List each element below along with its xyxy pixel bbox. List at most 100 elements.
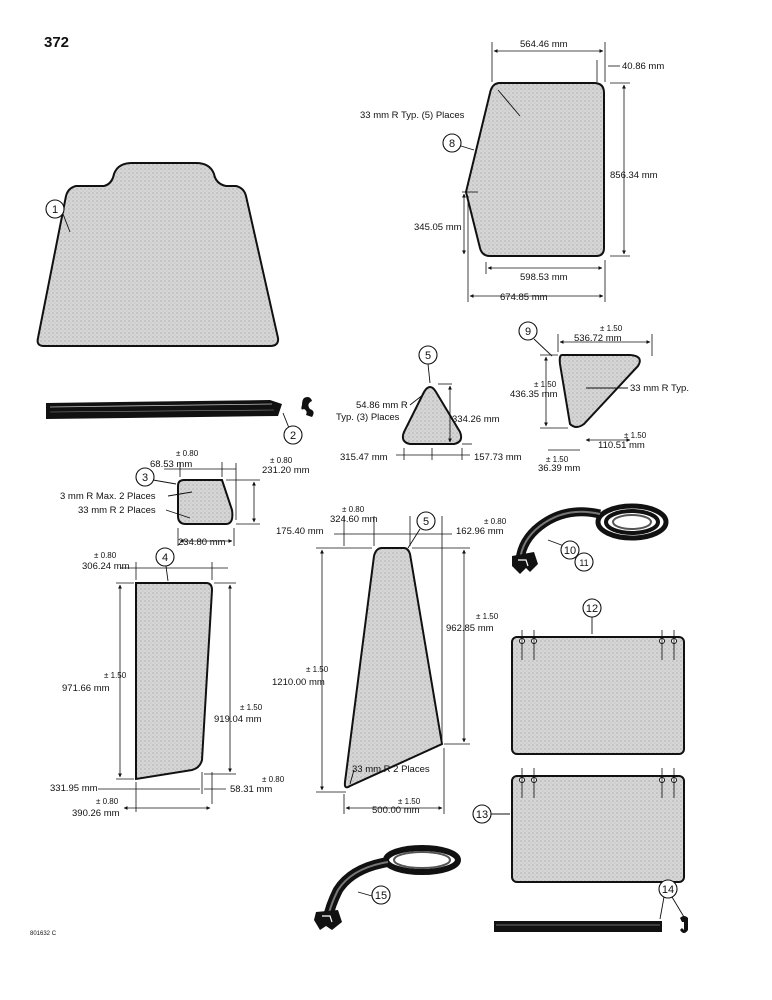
svg-text:33 mm R Typ. (5) Places: 33 mm R Typ. (5) Places [360,110,465,121]
svg-text:14: 14 [662,884,674,896]
part-15-coiled-seal [314,845,461,930]
svg-text:536.72 mm: 536.72 mm [574,333,622,344]
svg-text:971.66 mm: 971.66 mm [62,683,110,694]
svg-text:33 mm R 2 Places: 33 mm R 2 Places [78,505,156,516]
svg-text:962.85 mm: 962.85 mm [446,623,494,634]
callout-1: 1 [45,199,71,233]
panel-5-rear-quarter-glass [343,547,444,789]
svg-text:± 0.80: ± 0.80 [262,775,285,784]
svg-text:436.35 mm: 436.35 mm [510,389,558,400]
panel-3-dimensions: ± 0.80 68.53 mm ± 0.80 231.20 mm 3 mm R … [60,449,310,548]
callout-14: 14 [658,879,678,899]
part-2-seal-strip [46,397,314,429]
svg-text:1210.00 mm: 1210.00 mm [272,677,325,688]
part-11-coiled-seal [512,503,669,574]
svg-text:± 1.50: ± 1.50 [476,612,499,621]
svg-text:500.00 mm: 500.00 mm [372,805,420,816]
figure-code: 801632 C [30,931,57,937]
svg-text:± 0.80: ± 0.80 [94,551,117,560]
callout-9: 9 [518,321,553,357]
svg-text:± 0.80: ± 0.80 [342,505,365,514]
svg-text:± 1.50: ± 1.50 [240,703,263,712]
panel-8-dimensions: 564.46 mm 40.86 mm 33 mm R Typ. (5) Plac… [360,39,664,303]
svg-text:5: 5 [423,516,429,528]
panel-4-side-glass [135,582,214,781]
callout-10: 5 [418,345,438,384]
callout-15: 15 [371,885,391,905]
svg-text:9: 9 [525,326,531,338]
svg-text:234.80 mm: 234.80 mm [178,537,226,548]
panel-13-hardware [491,768,677,815]
svg-text:Typ. (3) Places: Typ. (3) Places [336,412,400,423]
panel-9-triangle-glass [558,354,641,428]
callout-2: 2 [283,425,303,445]
svg-text:564.46 mm: 564.46 mm [520,39,568,50]
panel-4-dimensions: ± 0.80 306.24 mm ± 1.50 971.66 mm ± 1.50… [50,551,285,819]
svg-text:5: 5 [425,350,431,362]
svg-text:8: 8 [449,138,455,150]
callout-13: 13 [472,804,492,824]
svg-text:40.86 mm: 40.86 mm [622,61,664,72]
svg-text:10: 10 [564,545,576,557]
svg-text:315.47 mm: 315.47 mm [340,452,388,463]
svg-text:± 1.50: ± 1.50 [546,455,569,464]
svg-text:± 1.50: ± 1.50 [534,380,557,389]
svg-text:68.53 mm: 68.53 mm [150,459,192,470]
callout-9a: 11 [574,552,594,572]
svg-text:2: 2 [290,430,296,442]
callout-4: 4 [155,547,175,582]
svg-text:3: 3 [142,472,148,484]
svg-text:11: 11 [579,558,588,568]
svg-text:± 0.80: ± 0.80 [270,456,293,465]
svg-text:4: 4 [162,552,168,564]
panel-9-dimensions: ± 1.50 536.72 mm ± 1.50 436.35 mm 33 mm … [510,324,689,474]
svg-text:674.85 mm: 674.85 mm [500,292,548,303]
svg-text:306.24 mm: 306.24 mm [82,561,130,572]
svg-text:157.73 mm: 157.73 mm [474,452,522,463]
panel-8-door-glass [464,82,605,257]
svg-text:33 mm R 2 Places: 33 mm R 2 Places [352,764,430,775]
svg-text:13: 13 [476,809,488,821]
svg-text:324.60 mm: 324.60 mm [330,514,378,525]
panel-1-windshield [36,162,280,347]
panel-13-rear-glass [511,775,685,883]
panel-10-small-triangle [401,386,463,445]
svg-text:345.05 mm: 345.05 mm [414,222,462,233]
svg-text:598.53 mm: 598.53 mm [520,272,568,283]
svg-text:175.40 mm: 175.40 mm [276,526,324,537]
callout-12: 12 [582,598,602,618]
svg-text:± 1.50: ± 1.50 [306,665,329,674]
svg-text:54.86 mm R: 54.86 mm R [356,400,408,411]
panel-12-hardware [519,616,677,660]
svg-text:± 1.50: ± 1.50 [398,797,421,806]
svg-text:33 mm R Typ.: 33 mm R Typ. [630,383,689,394]
callout-5: 5 5 [407,511,436,549]
callout-8: 8 [442,133,475,153]
svg-text:231.20 mm: 231.20 mm [262,465,310,476]
svg-text:331.95 mm: 331.95 mm [50,783,98,794]
callout-11: 10 [560,540,580,560]
svg-text:± 1.50: ± 1.50 [600,324,623,333]
panel-12-rear-glass [511,636,685,755]
svg-text:15: 15 [375,890,387,902]
svg-text:12: 12 [586,603,598,615]
svg-text:± 0.80: ± 0.80 [484,517,507,526]
svg-text:± 0.80: ± 0.80 [176,449,199,458]
svg-text:919.04 mm: 919.04 mm [214,714,262,725]
svg-text:58.31 mm: 58.31 mm [230,784,272,795]
page-number: 372 [44,34,70,51]
svg-text:334.26 mm: 334.26 mm [452,414,500,425]
svg-text:36.39 mm: 36.39 mm [538,463,580,474]
svg-text:1: 1 [52,204,58,216]
svg-text:110.51 mm: 110.51 mm [598,440,645,451]
svg-text:± 0.80: ± 0.80 [96,797,119,806]
svg-text:3 mm R Max. 2 Places: 3 mm R Max. 2 Places [60,491,156,502]
part-14-strip [494,896,688,933]
panel-3-small-glass [177,479,234,525]
panel-5-dimensions: ± 0.80 324.60 mm 175.40 mm ± 0.80 162.96… [272,505,507,816]
panel-10-dimensions: 54.86 mm R Typ. (3) Places 334.26 mm 315… [336,383,522,463]
svg-text:390.26 mm: 390.26 mm [72,808,120,819]
svg-text:162.96 mm: 162.96 mm [456,526,504,537]
svg-text:± 1.50: ± 1.50 [624,431,647,440]
